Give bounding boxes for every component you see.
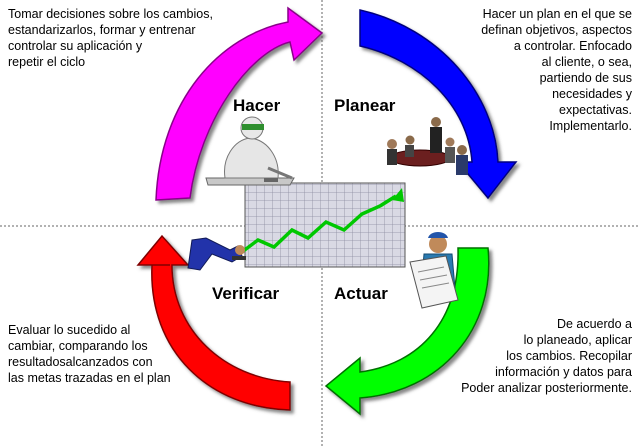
person-bending-icon	[187, 237, 246, 271]
planear-description: Hacer un plan en el que se definan objet…	[481, 7, 632, 133]
verificar-description: Evaluar lo sucedido al cambiar, comparan…	[8, 323, 171, 385]
growth-chart-icon	[240, 182, 406, 268]
hacer-description: Tomar decisiones sobre los cambios, esta…	[8, 7, 213, 69]
person-reading-document-icon	[409, 232, 459, 309]
hacer-label: Hacer	[233, 96, 281, 115]
growth-chart-line	[240, 194, 397, 254]
meeting-table-icon	[387, 117, 468, 175]
actuar-label: Actuar	[334, 284, 388, 303]
green-arrow	[324, 247, 490, 416]
actuar-description: De acuerdo a lo planeado, aplicar los ca…	[461, 317, 632, 395]
growth-chart-arrowhead	[392, 188, 404, 202]
magenta-arrow	[155, 6, 324, 201]
planear-label: Planear	[334, 96, 396, 115]
red-arrow	[136, 234, 291, 411]
verificar-label: Verificar	[212, 284, 280, 303]
blue-arrow	[359, 9, 518, 200]
worker-with-goggles-icon	[205, 116, 295, 186]
